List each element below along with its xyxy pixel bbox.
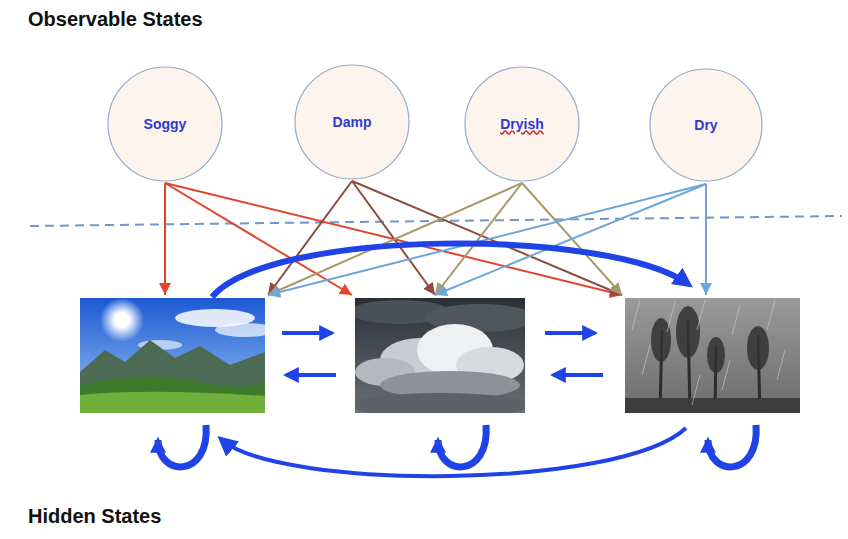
state-name: Dry — [694, 117, 717, 134]
self-loop — [158, 425, 206, 467]
observation-circle: Dryish — [464, 66, 580, 182]
observation-circle: Damp — [294, 64, 410, 180]
circle-shape — [295, 65, 409, 179]
emission-arrows — [165, 181, 706, 295]
state-name: Dryish — [500, 116, 544, 133]
cloudy-picture — [355, 298, 525, 413]
state-name: Damp — [333, 114, 372, 131]
transition-arrows — [158, 243, 756, 476]
rainy-picture — [625, 298, 800, 413]
transition-arrow — [286, 373, 336, 377]
section-heading: Observable States — [28, 8, 203, 31]
transition-arrow — [553, 373, 603, 377]
emission-arrow — [268, 184, 706, 295]
circle-shape — [465, 67, 579, 181]
self-loop — [708, 425, 756, 467]
transition-arc — [212, 243, 688, 297]
sunny-picture — [80, 298, 265, 413]
transition-arrow — [545, 331, 595, 335]
observation-circle: Dry — [649, 68, 763, 182]
transition-arrow — [282, 331, 332, 335]
emission-arrow — [268, 183, 522, 295]
circle-shape — [108, 67, 222, 181]
emission-arrow — [164, 183, 166, 295]
emission-arrow — [705, 184, 707, 295]
section-heading: Hidden States — [28, 505, 161, 528]
circle-shape — [650, 69, 762, 181]
observation-circle: Soggy — [107, 66, 223, 182]
emission-arrow — [165, 183, 352, 295]
state-name: Soggy — [144, 116, 187, 133]
self-loop — [438, 425, 486, 467]
emission-arrow — [435, 184, 706, 295]
